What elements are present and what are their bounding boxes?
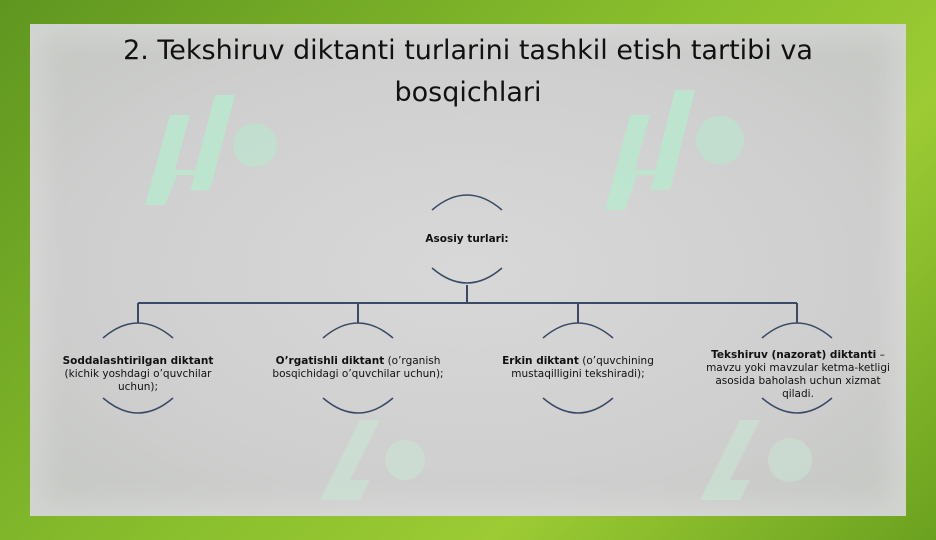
watermark-logo-bottom-right bbox=[700, 420, 812, 500]
watermark-logo-right bbox=[605, 90, 744, 210]
child-node-2: O’rgatishli diktant (o’rganish bosqichid… bbox=[272, 355, 444, 381]
child-4-top-arc bbox=[761, 322, 833, 339]
child-node-1-title: Soddalashtirilgan diktant bbox=[62, 355, 214, 367]
child-1-bottom-arc bbox=[102, 397, 174, 414]
watermark-logo-bottom-left bbox=[320, 420, 425, 500]
root-node-top-arc bbox=[431, 194, 503, 211]
child-node-2-desc: (o’rganish bosqichidagi o’quvchilar uchu… bbox=[272, 355, 444, 380]
child-1-top-arc bbox=[102, 322, 174, 339]
child-node-4-title: Tekshiruv (nazorat) diktanti bbox=[711, 349, 877, 361]
child-node-4-desc: – mavzu yoki mavzular ketma-ketligi asos… bbox=[706, 349, 890, 400]
child-3-top-arc bbox=[542, 322, 614, 339]
root-node-bottom-arc bbox=[431, 267, 503, 284]
child-3-bottom-arc bbox=[542, 397, 614, 414]
child-node-3: Erkin diktant (o’quvchining mustaqilligi… bbox=[492, 355, 664, 381]
slide-title: 2. Tekshiruv diktanti turlarini tashkil … bbox=[123, 35, 813, 108]
child-node-3-title: Erkin diktant bbox=[502, 355, 579, 367]
watermark-logo-left bbox=[145, 95, 277, 205]
child-4-bottom-arc bbox=[761, 397, 833, 414]
child-node-4: Tekshiruv (nazorat) diktanti – mavzu yok… bbox=[706, 349, 890, 401]
child-node-2-title: O’rgatishli diktant bbox=[275, 355, 385, 367]
child-node-1-desc: (kichik yoshdagi o’quvchilar uchun); bbox=[64, 368, 212, 393]
child-2-top-arc bbox=[322, 322, 394, 339]
child-node-3-desc: (o’quvchining mustaqilligini tekshiradi)… bbox=[511, 355, 654, 380]
slide-background bbox=[30, 24, 906, 516]
child-node-1: Soddalashtirilgan diktant (kichik yoshda… bbox=[52, 355, 224, 394]
child-2-bottom-arc bbox=[322, 397, 394, 414]
root-node-label: Asosiy turlari: bbox=[425, 233, 509, 245]
